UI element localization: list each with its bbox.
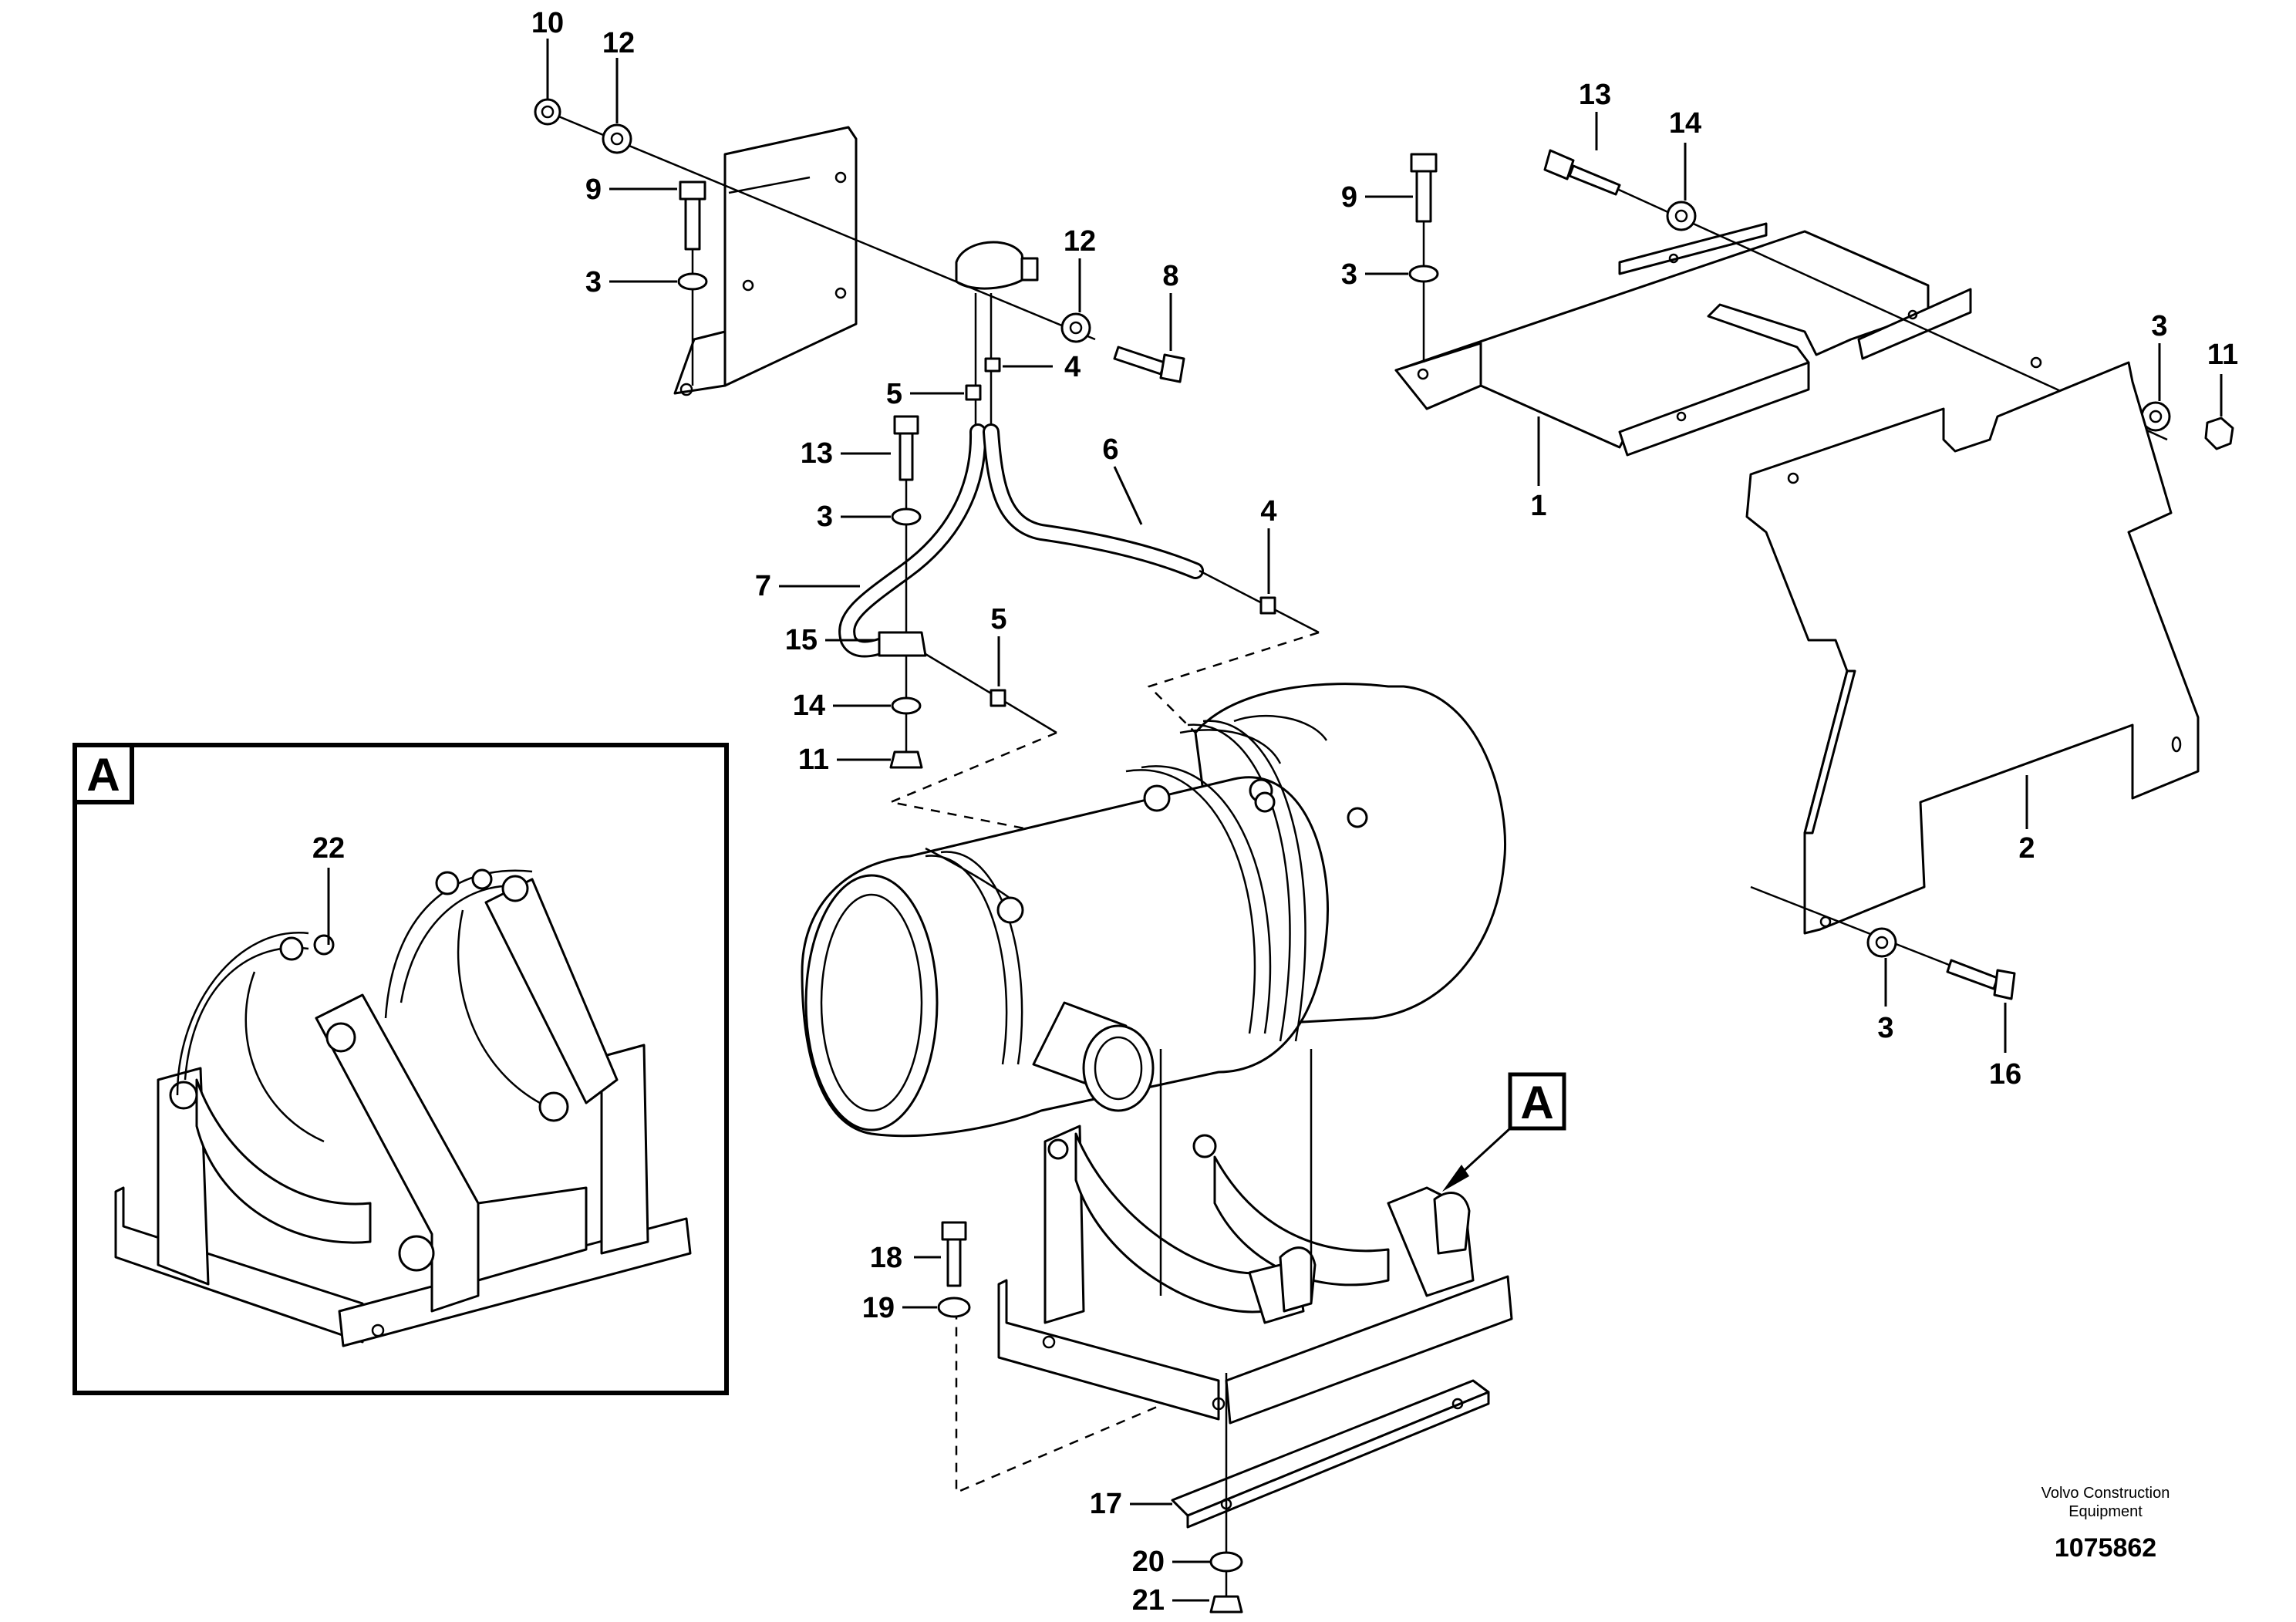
callout-9a: 9 [585, 174, 602, 206]
detail-label: A [86, 749, 120, 801]
washer-14-left [891, 696, 922, 715]
callout-7: 7 [755, 570, 771, 602]
washer-3-mid [891, 508, 922, 526]
callout-6: 6 [1102, 433, 1118, 466]
clip-4a [984, 357, 1001, 373]
detail-ref-label: A [1520, 1077, 1553, 1128]
washer-20 [1209, 1551, 1243, 1573]
callout-1: 1 [1530, 490, 1546, 522]
harness [838, 423, 1320, 734]
shield-2 [1745, 356, 2200, 935]
bolt-16 [1946, 959, 2016, 1000]
bolt-13-left [893, 415, 919, 764]
detail-view-a: A [72, 743, 729, 1395]
nut-10 [534, 98, 561, 126]
callout-15: 15 [785, 624, 818, 656]
connector-15 [878, 631, 927, 657]
callout-12b: 12 [1064, 225, 1096, 258]
clip-4b [1259, 596, 1276, 615]
callout-3c: 3 [1341, 258, 1357, 291]
washer-19 [937, 1297, 971, 1318]
canister [801, 683, 1506, 1138]
callout-17: 17 [1090, 1488, 1122, 1520]
callout-4a: 4 [1064, 351, 1081, 383]
cover-1 [1394, 222, 1972, 457]
brand-line-2: Equipment [2068, 1503, 2143, 1520]
clip-5b [990, 689, 1006, 707]
callout-13b: 13 [1579, 79, 1611, 111]
callout-20: 20 [1132, 1546, 1165, 1578]
callout-9b: 9 [1341, 181, 1357, 214]
nut-11-right [2204, 416, 2234, 450]
callout-3d: 3 [2151, 310, 2167, 342]
bolt-13-right [1543, 149, 1621, 196]
callout-8: 8 [1162, 260, 1178, 292]
callout-3b: 3 [817, 501, 833, 533]
bolt-8 [1113, 346, 1185, 383]
callout-18: 18 [870, 1242, 902, 1274]
callout-3a: 3 [585, 266, 602, 298]
callout-10: 10 [531, 7, 564, 39]
bolt-9-right [1410, 153, 1438, 363]
bolt-18 [941, 1221, 967, 1287]
drawing-number: 1075862 [2055, 1533, 2156, 1563]
callout-12a: 12 [602, 27, 635, 59]
nut-21 [1209, 1595, 1243, 1614]
callout-16: 16 [1989, 1058, 2021, 1091]
callout-14a: 14 [793, 690, 825, 722]
bolt-9-left [679, 180, 706, 386]
callout-14b: 14 [1669, 107, 1701, 140]
callout-13a: 13 [801, 437, 833, 470]
washer-3-right [1408, 265, 1439, 283]
washer-3-bottom-right [1866, 927, 1897, 958]
plate-17 [1171, 1379, 1490, 1529]
clip-5a [965, 384, 982, 401]
washer-12 [602, 123, 632, 154]
detail-bracket-drawing [114, 868, 692, 1347]
callout-5b: 5 [990, 603, 1006, 636]
footer: Volvo Construction Equipment 1075862 [2041, 1485, 2170, 1563]
callout-3e: 3 [1877, 1012, 1893, 1044]
callout-5a: 5 [886, 378, 902, 410]
callout-4b: 4 [1260, 495, 1276, 528]
cradle [997, 1049, 1513, 1425]
nut-11-left [889, 750, 923, 769]
callout-22: 22 [312, 832, 345, 865]
callout-21: 21 [1132, 1584, 1165, 1617]
washer-14-right [1666, 201, 1697, 231]
callout-2: 2 [2018, 832, 2035, 865]
brand-line-1: Volvo Construction [2041, 1485, 2170, 1502]
sensor-bracket [673, 126, 1039, 432]
washer-3-left [677, 272, 708, 291]
callout-11a: 11 [798, 744, 829, 776]
washer-12b [1060, 312, 1091, 343]
detail-reference-a: A [1442, 1072, 1566, 1192]
callout-11b: 11 [2207, 339, 2238, 371]
callout-19: 19 [862, 1292, 895, 1324]
